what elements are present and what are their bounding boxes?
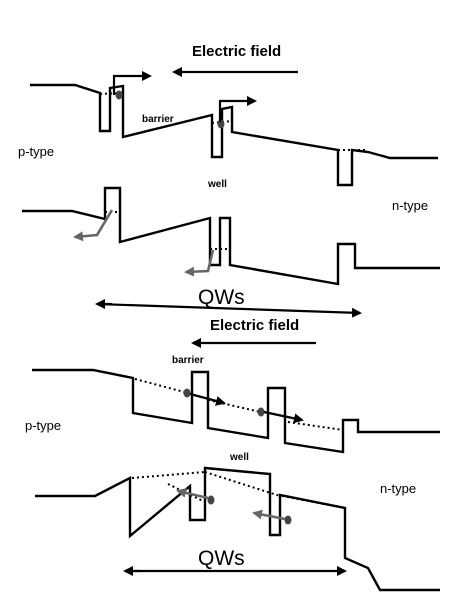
bottom-electric-field-label: Electric field: [210, 317, 299, 334]
top-qws-arrow: [96, 302, 362, 318]
bottom-electron-1: [183, 388, 191, 398]
bottom-hole-tunnel-arrow-1: [176, 487, 209, 500]
top-hole-escape-arrow-1: [73, 209, 114, 242]
top-electron-escape-arrow-1: [112, 71, 152, 95]
bottom-vb-dotted-2: [204, 471, 281, 497]
top-barrier-label: barrier: [142, 114, 174, 125]
top-qws-label: QWs: [198, 286, 245, 309]
top-conduction-band: [30, 83, 438, 187]
top-well-label: well: [207, 179, 227, 190]
top-panel: Electric field barrier well p-type n-typ…: [18, 43, 440, 318]
bottom-electron-tunnel-arrow-1: [189, 392, 226, 406]
bottom-cb-dotted-1: [134, 378, 189, 394]
bottom-valence-band: [35, 466, 440, 592]
top-cb-dotted-level-1: [99, 92, 123, 95]
bottom-electron-2: [257, 407, 265, 417]
bottom-vb-dotted-3: [281, 495, 346, 509]
bottom-well-label: well: [229, 452, 249, 463]
bottom-hole-1: [207, 495, 215, 505]
bottom-conduction-band: [32, 368, 440, 454]
bottom-electron-tunnel-arrow-2: [263, 410, 304, 424]
top-n-type-label: n-type: [392, 198, 428, 213]
bottom-p-type-label: p-type: [25, 418, 61, 433]
bottom-barrier-label: barrier: [172, 355, 204, 366]
bottom-cb-dotted-3: [287, 421, 344, 431]
bottom-n-type-label: n-type: [380, 481, 416, 496]
bottom-qws-label: QWs: [198, 547, 245, 570]
top-electron-1: [115, 90, 123, 100]
bottom-hole-tunnel-arrow-2: [252, 509, 286, 521]
top-electric-field-label: Electric field: [192, 43, 281, 60]
top-hole-escape-arrow-2: [184, 249, 215, 277]
top-p-type-label: p-type: [18, 144, 54, 159]
top-valence-band: [22, 186, 440, 286]
bottom-hole-2: [284, 515, 292, 525]
top-electron-escape-arrow-2: [218, 96, 257, 122]
bottom-panel: Electric field barrier well p-type n-typ…: [25, 317, 440, 592]
bottom-vb-dotted-1: [131, 471, 206, 479]
